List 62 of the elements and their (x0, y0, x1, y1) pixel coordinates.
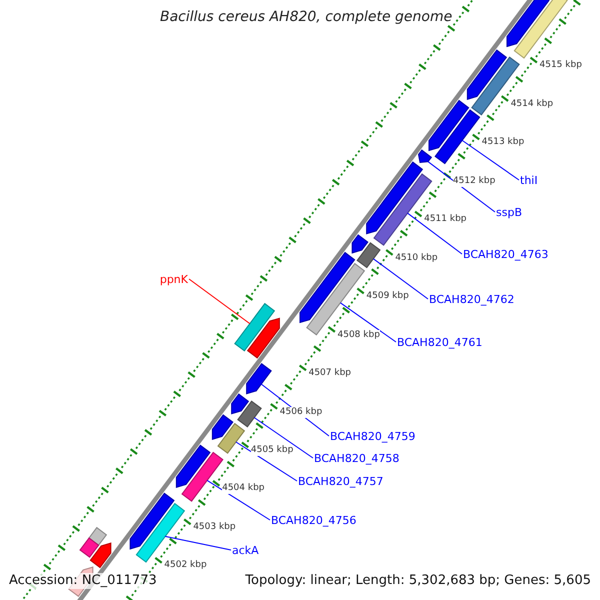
gene-block (130, 492, 175, 550)
gene-block (176, 444, 211, 488)
gene-block (181, 452, 224, 502)
leader-line (462, 140, 520, 180)
gene-block (246, 318, 280, 359)
gene-label: BCAH820_4757 (298, 474, 384, 488)
gene-block (514, 0, 568, 59)
gene-label: ppnK (160, 272, 188, 286)
tick-label: 4515 kbp (540, 60, 582, 72)
gene-block (466, 49, 508, 100)
gene-block (418, 149, 432, 164)
gene-block (90, 542, 112, 568)
tick-label: 4514 kbp (510, 98, 554, 110)
tick-label: 4511 kbp (424, 214, 466, 226)
leader-line (206, 480, 270, 520)
leader-line (164, 536, 232, 550)
leader-line (236, 442, 298, 482)
gene-label: BCAH820_4763 (463, 248, 548, 260)
gene-label: thiI (520, 174, 538, 186)
gene-block (506, 0, 550, 48)
tick-label: 4509 kbp (366, 291, 409, 302)
tick-label: 4513 kbp (482, 137, 524, 148)
gene-block (234, 302, 276, 352)
leader-line (188, 278, 250, 324)
leader-line (254, 417, 314, 458)
gene-block (237, 400, 262, 428)
gene-label: BCAH820_4761 (397, 336, 482, 348)
footer-text: Accession: NC_011773 (9, 573, 157, 589)
leader-line (340, 302, 396, 342)
leader-line (428, 161, 496, 212)
gene-block (217, 422, 246, 454)
gene-block (366, 161, 424, 234)
tick-label: 4510 kbp (395, 252, 438, 264)
gene-label: BCAH820_4762 (429, 292, 514, 306)
tick-label: 4505 kbp (250, 444, 294, 456)
tick-label: 4504 kbp (222, 483, 264, 494)
gene-label: BCAH820_4759 (330, 430, 416, 442)
leader-line (372, 258, 428, 300)
gene-block (434, 109, 480, 164)
gene-label: BCAH820_4758 (314, 452, 400, 464)
gene-block (352, 234, 368, 254)
tick-label: 4507 kbp (308, 368, 351, 379)
gene-label: sspB (496, 206, 522, 218)
gene-block (88, 526, 108, 546)
gene-block (306, 262, 366, 336)
gene-block (428, 100, 470, 152)
tick-label: 4512 kbp (452, 176, 496, 187)
gene-block (300, 252, 356, 324)
gene-label: ackA (232, 544, 259, 556)
footer-text: Topology: linear; Length: 5,302,683 bp; Genes: 5,605 (245, 573, 591, 589)
tick-label: 4502 kbp (164, 560, 207, 572)
tick-label: 4506 kbp (280, 406, 322, 418)
leader-line (407, 212, 462, 254)
gene-block (79, 537, 100, 558)
gene-label: BCAH820_4756 (271, 514, 356, 526)
tick-label: 4503 kbp (193, 522, 236, 533)
gene-block (212, 414, 234, 440)
gene-block (356, 242, 381, 268)
gene-block (246, 363, 272, 394)
gene-block (231, 393, 250, 414)
title: Bacillus cereus AH820, complete genome (160, 9, 452, 26)
tick-label: 4508 kbp (338, 330, 380, 340)
